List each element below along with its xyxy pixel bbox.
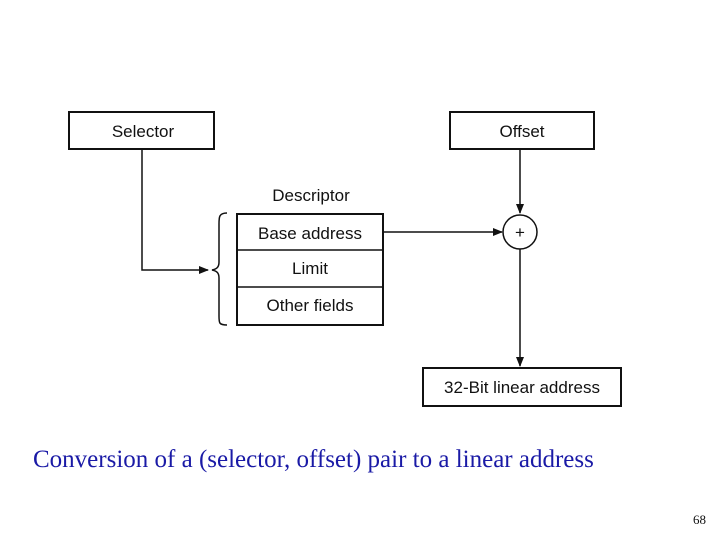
descriptor-table: Base address Limit Other fields (236, 213, 384, 326)
linear-address-box: 32-Bit linear address (422, 367, 622, 407)
adder-circle: + (502, 214, 538, 250)
slide-caption: Conversion of a (selector, offset) pair … (33, 446, 594, 473)
linear-address-label: 32-Bit linear address (444, 378, 600, 397)
offset-box: Offset (449, 111, 595, 150)
limit-field: Limit (292, 259, 328, 278)
plus-icon: + (515, 223, 525, 242)
other-fields-field: Other fields (267, 296, 354, 315)
selector-label: Selector (112, 122, 175, 141)
page-number: 68 (693, 512, 706, 527)
selector-to-descriptor-arrow (141, 149, 209, 274)
descriptor-label: Descriptor (272, 186, 350, 205)
base-address-field: Base address (258, 224, 362, 243)
offset-label: Offset (499, 122, 544, 141)
descriptor-brace (211, 212, 228, 326)
selector-box: Selector (68, 111, 215, 150)
